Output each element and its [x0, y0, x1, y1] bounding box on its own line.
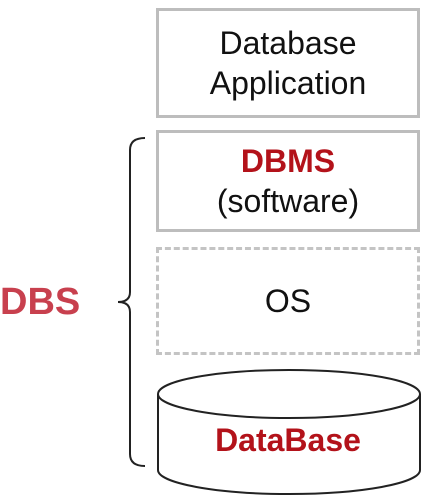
dbs-brace — [117, 137, 146, 467]
database-label: DataBase — [215, 422, 361, 458]
os-box: OS — [156, 247, 420, 355]
dbms-subtitle: (software) — [216, 183, 360, 219]
os-label: OS — [264, 283, 312, 319]
dbms-box: DBMS (software) — [156, 130, 420, 232]
database-application-line2: Application — [209, 65, 367, 101]
dbs-label: DBS — [0, 281, 81, 323]
dbms-title: DBMS — [240, 143, 336, 179]
database-application-box: Database Application — [156, 8, 420, 118]
database-application-line1: Database — [219, 25, 357, 61]
